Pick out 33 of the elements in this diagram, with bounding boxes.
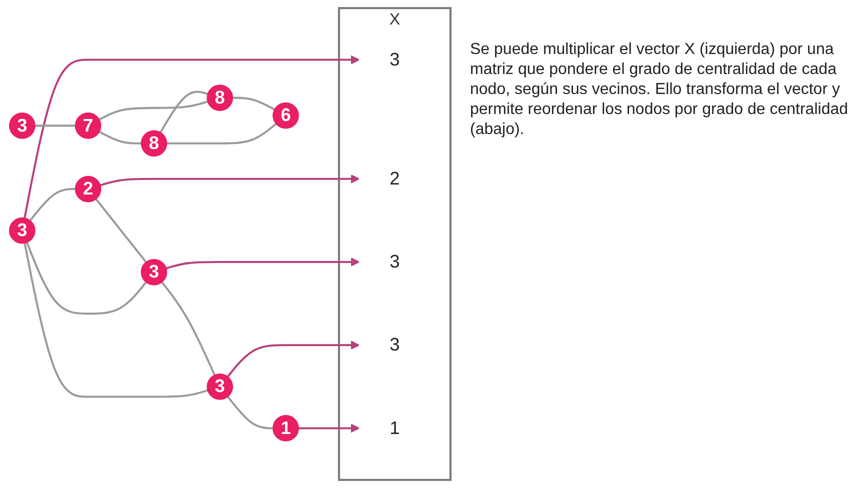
connector xyxy=(166,122,277,144)
connector xyxy=(98,130,142,144)
node-circle: 3 xyxy=(140,258,168,286)
connector xyxy=(26,242,147,315)
node-circle: 2 xyxy=(74,176,102,202)
connector xyxy=(95,198,147,263)
node-circle: 1 xyxy=(272,415,299,442)
node-text: 3 xyxy=(390,49,400,70)
connector xyxy=(29,188,76,222)
connector xyxy=(24,242,208,398)
arrow xyxy=(24,55,360,218)
node-text: 3 xyxy=(390,251,400,272)
arrow xyxy=(298,424,360,433)
arrow xyxy=(100,174,360,186)
node-circle: 3 xyxy=(9,217,36,244)
arrow xyxy=(166,258,360,270)
connector xyxy=(160,90,208,134)
node-circle: 7 xyxy=(74,112,102,139)
connector xyxy=(98,100,208,121)
node-text: 3 xyxy=(390,334,400,355)
node-text: 2 xyxy=(390,168,400,189)
node-circle: 8 xyxy=(206,84,234,111)
connector xyxy=(34,124,76,127)
connector xyxy=(232,96,276,110)
node-circle: 6 xyxy=(272,102,299,129)
node-circle: 8 xyxy=(140,130,168,157)
node-text: 1 xyxy=(390,418,400,438)
node-circle: 3 xyxy=(9,112,36,139)
connector xyxy=(161,281,216,376)
arrow xyxy=(226,340,360,378)
node-circle: 3 xyxy=(206,373,234,400)
description-text: Se puede multiplicar el vector X (izquierda) por una matriz que pondere el grado de centralidad de cada nodo, según sus vecinos. Ello transforma el vector y permite reordenar los nodos por grado de centralidad (abajo). xyxy=(470,40,850,140)
connector xyxy=(226,396,274,430)
